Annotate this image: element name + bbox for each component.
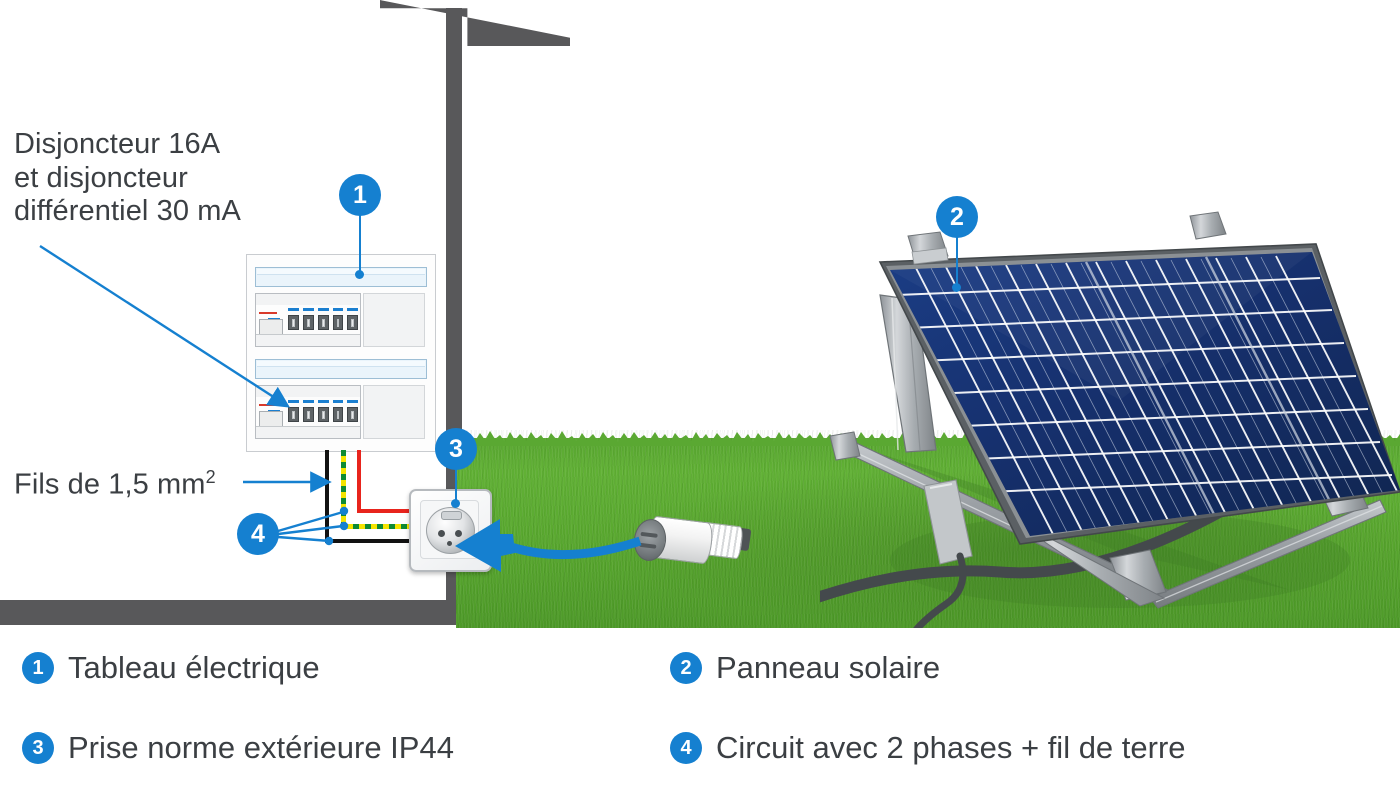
- legend-item-4[interactable]: 4 Circuit avec 2 phases + fil de terre: [670, 730, 1186, 766]
- legend-item-1[interactable]: 1 Tableau électrique: [22, 650, 320, 686]
- legend-label-4: Circuit avec 2 phases + fil de terre: [716, 730, 1186, 765]
- breaker-strip-bottom: [255, 385, 361, 439]
- scene: 1 2 3 4 Disjoncteur 16A et disjoncteur d…: [0, 0, 1400, 628]
- panel-blank-bottom: [363, 385, 425, 439]
- roof-slab: [380, 0, 570, 46]
- legend: 1 Tableau électrique 2 Panneau solaire 3…: [0, 628, 1400, 800]
- solar-panel-assembly: [820, 211, 1400, 628]
- socket-ring: [426, 507, 475, 554]
- marker-3-badge: 3: [435, 428, 477, 470]
- panel-blank-top: [363, 293, 425, 347]
- socket-hole-left: [438, 530, 445, 537]
- legend-item-2[interactable]: 2 Panneau solaire: [670, 650, 940, 686]
- marker-1-badge: 1: [339, 174, 381, 216]
- socket-hole-center: [447, 541, 452, 546]
- socket-hole-right: [455, 530, 462, 537]
- breaker-strip-top: [255, 293, 361, 347]
- disjoncteur-line-3: différentiel 30 mA: [14, 195, 241, 228]
- legend-badge-3: 3: [22, 732, 54, 764]
- legend-label-3: Prise norme extérieure IP44: [68, 730, 454, 765]
- socket-inset: [420, 500, 479, 559]
- legend-badge-1: 1: [22, 652, 54, 684]
- disjoncteur-line-2: et disjoncteur: [14, 161, 188, 194]
- male-plug: [628, 515, 752, 565]
- wire-neutral-vertical: [325, 450, 329, 543]
- legend-badge-4: 4: [670, 732, 702, 764]
- wire-earth-horizontal: [341, 524, 443, 529]
- panel-junction-box: [913, 479, 973, 628]
- legend-item-3[interactable]: 3 Prise norme extérieure IP44: [22, 730, 454, 766]
- wire-phase-horizontal: [357, 509, 443, 513]
- wire-earth-vertical: [341, 450, 346, 527]
- disjoncteur-callout: Disjoncteur 16A et disjoncteur différent…: [14, 128, 241, 229]
- legend-label-2: Panneau solaire: [716, 650, 941, 685]
- disjoncteur-line-1: Disjoncteur 16A: [14, 128, 221, 160]
- fils-callout-text: Fils de 1,5 mm: [14, 468, 206, 501]
- socket-earth-contact: [441, 511, 462, 520]
- electrical-panel[interactable]: [246, 254, 436, 452]
- wire-phase-vertical: [357, 450, 361, 512]
- panel-rail-header-top: [255, 267, 427, 287]
- fils-callout-superscript: 2: [205, 467, 216, 487]
- legend-label-1: Tableau électrique: [68, 650, 320, 685]
- rcd-device-bottom: [256, 397, 287, 427]
- marker-2-badge: 2: [936, 196, 978, 238]
- wire-neutral-horizontal: [325, 539, 443, 543]
- rcd-device-top: [256, 305, 287, 335]
- fils-callout: Fils de 1,5 mm2: [14, 467, 216, 502]
- panel-rail-header-bottom: [255, 359, 427, 379]
- marker-4-badge: 4: [237, 513, 279, 555]
- panel-top-clamps: [907, 211, 1227, 265]
- legend-badge-2: 2: [670, 652, 702, 684]
